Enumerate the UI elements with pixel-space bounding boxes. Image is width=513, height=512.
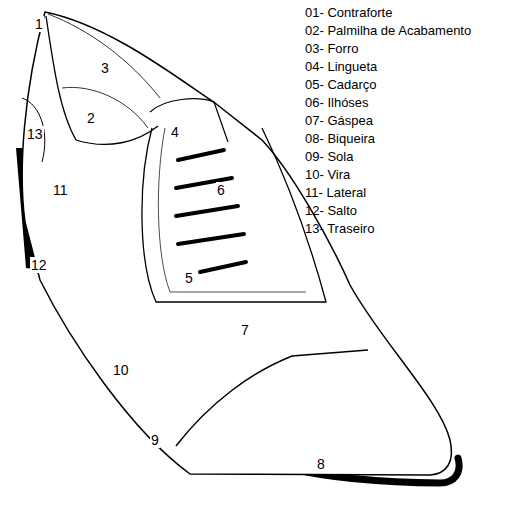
callout-number: 3 — [100, 60, 110, 76]
legend-line: 07- Gáspea — [305, 114, 373, 129]
upper — [22, 12, 451, 475]
quarter-stitch — [158, 128, 306, 292]
laces — [176, 150, 246, 272]
callout-number: 7 — [240, 322, 250, 338]
legend-line: 08- Biqueira — [305, 132, 375, 147]
collar-opening — [46, 16, 158, 144]
heel-counter — [22, 98, 45, 162]
callout-number: 6 — [216, 182, 226, 198]
callout-number: 4 — [170, 124, 180, 140]
legend-line: 09- Sola — [305, 150, 353, 165]
legend-line: 01- Contraforte — [305, 6, 392, 21]
legend-line: 10- Vira — [305, 168, 350, 183]
insole-line — [62, 87, 148, 128]
legend-line: 13- Traseiro — [305, 222, 374, 237]
legend-line: 02- Palmilha de Acabamento — [305, 24, 471, 39]
callout-number: 11 — [52, 182, 69, 198]
callout-number: 2 — [86, 110, 96, 126]
quarters — [142, 128, 326, 302]
callout-number: 1 — [34, 16, 44, 32]
legend-line: 06- Ilhóses — [305, 96, 369, 111]
legend-line: 03- Forro — [305, 42, 358, 57]
toe-cap — [176, 350, 368, 446]
legend-line: 12- Salto — [305, 204, 357, 219]
lining-line — [48, 14, 160, 98]
callout-number: 5 — [184, 270, 194, 286]
callout-number: 10 — [112, 362, 130, 378]
legend-line: 04- Lingueta — [305, 60, 377, 75]
callout-number: 13 — [26, 126, 44, 142]
tongue — [150, 99, 228, 142]
callout-number: 12 — [30, 257, 48, 273]
callout-number: 9 — [150, 432, 160, 448]
callout-number: 8 — [316, 456, 326, 472]
legend-line: 05- Cadarço — [305, 78, 377, 93]
legend-line: 11- Lateral — [305, 186, 366, 201]
